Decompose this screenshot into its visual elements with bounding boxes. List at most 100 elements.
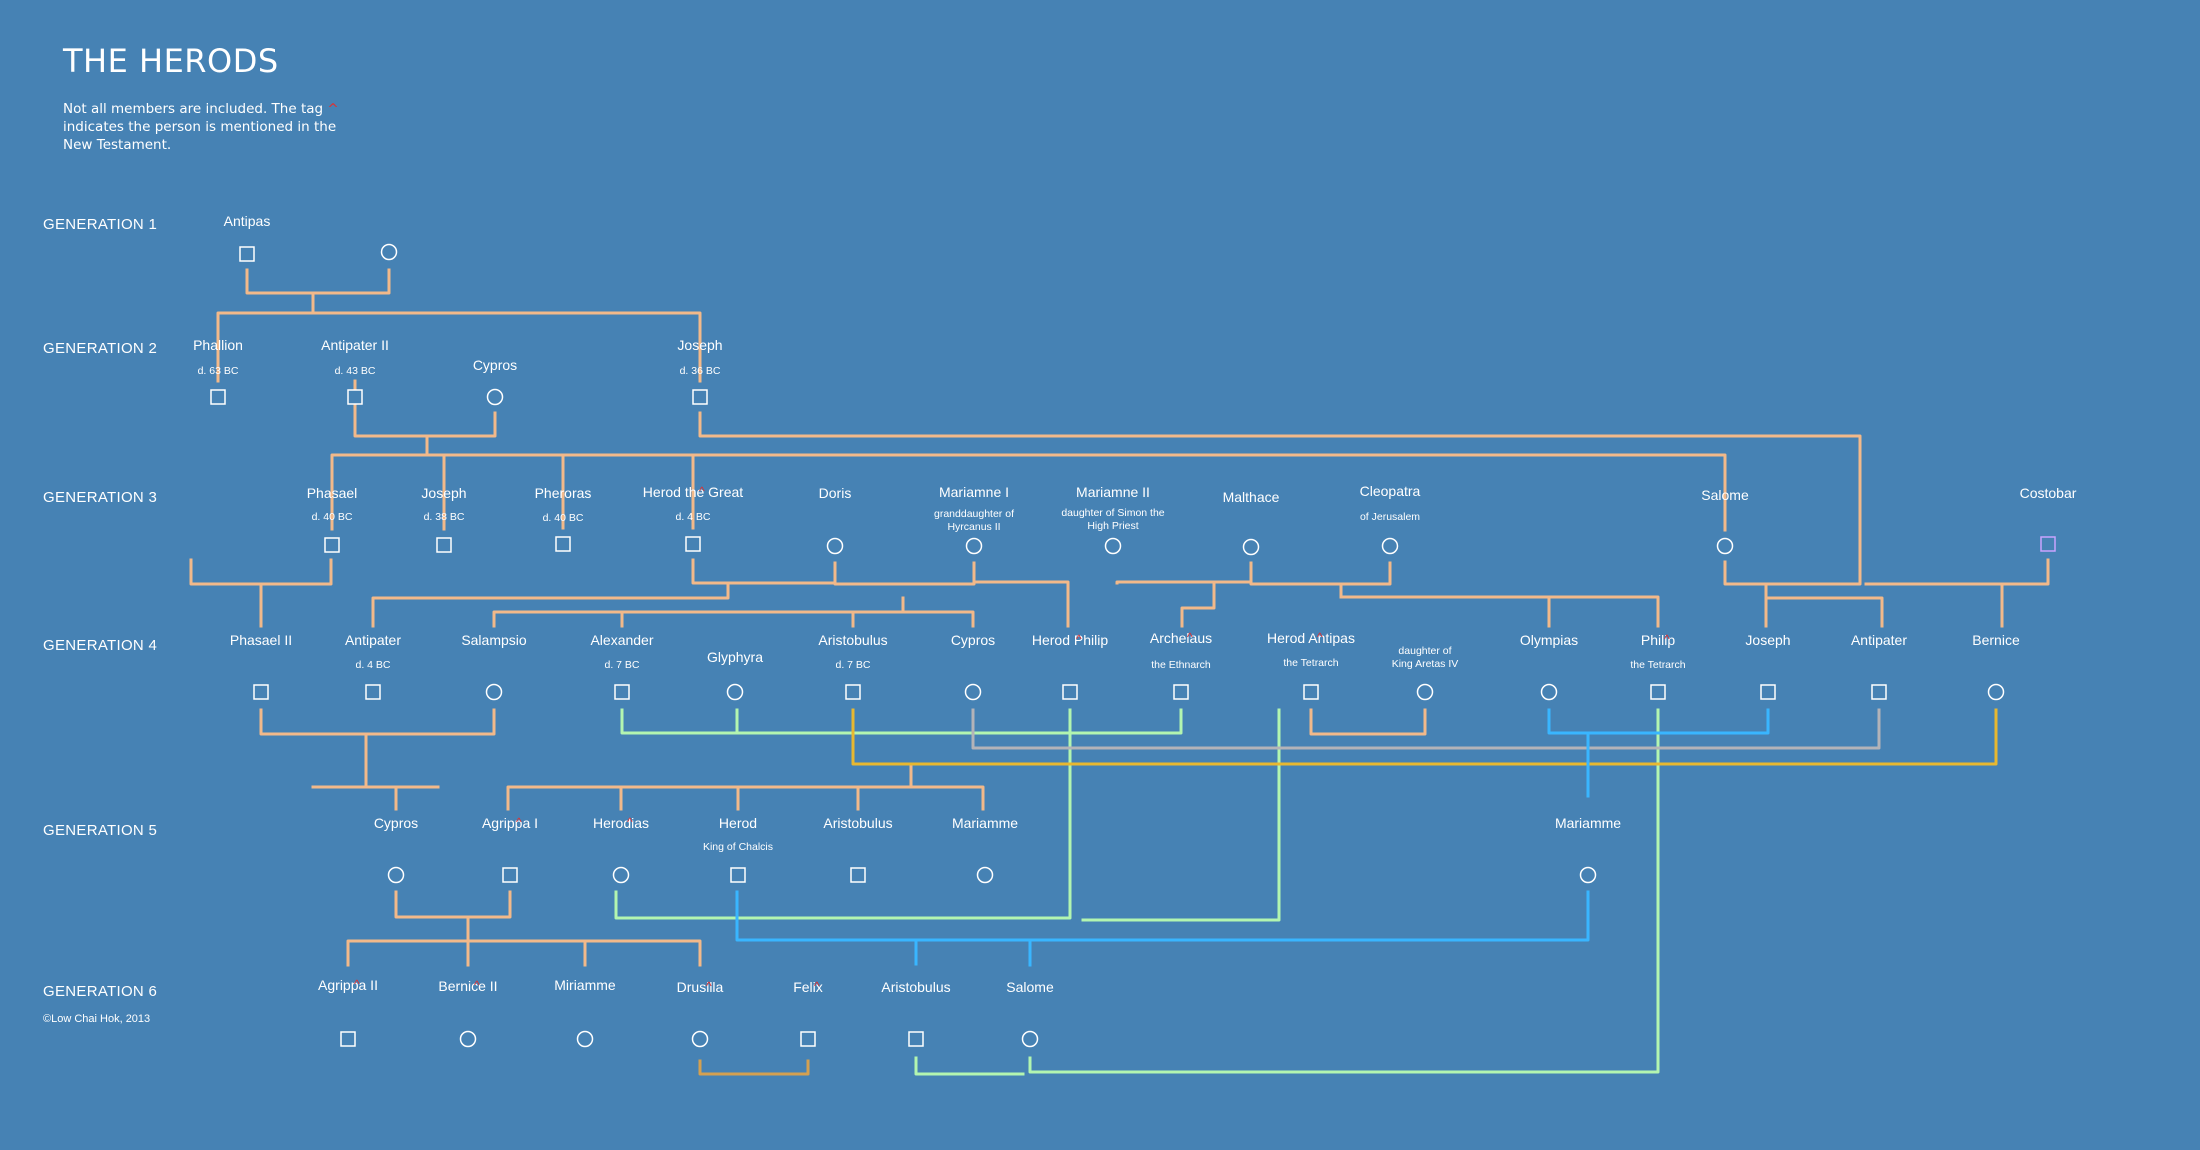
person-subtitle: d. 36 BC: [680, 365, 721, 377]
person-name: Joseph: [1745, 632, 1790, 648]
person-name: Mariamme: [952, 815, 1018, 831]
person-subtitle: High Priest: [1087, 520, 1138, 532]
connector-line: [851, 708, 1998, 766]
person-salome3: Salome: [1701, 487, 1749, 555]
female-circle-marker: [576, 1030, 594, 1048]
connector-line: [1864, 558, 2050, 586]
person-herodias: Herodias^: [593, 815, 649, 884]
person-name: Phallion: [193, 337, 243, 353]
female-circle-marker: [1021, 1030, 1039, 1048]
connector-line: [394, 890, 512, 919]
female-circle-marker: [1381, 537, 1399, 555]
person-subtitle: granddaughter of: [934, 508, 1014, 520]
connector-line: [1249, 561, 1392, 586]
female-circle-marker: [965, 537, 983, 555]
nt-tag-marker: ^: [516, 815, 522, 829]
person-name: Drusilla: [677, 979, 724, 995]
female-circle-marker: [1987, 683, 2005, 701]
person-name: Salome: [1006, 979, 1054, 995]
connector-line: [698, 1059, 810, 1076]
person-subtitle: d. 4 BC: [675, 511, 710, 523]
connector-line: [972, 580, 1070, 628]
legend-note: Not all members are included. The tag ^ …: [63, 100, 363, 154]
generation-2-label: GENERATION 2: [43, 340, 158, 357]
male-square-marker: [502, 867, 518, 883]
generation-6-label: GENERATION 6: [43, 983, 158, 1000]
connector-line: [1723, 560, 1805, 586]
nt-tag-marker: ^: [1664, 632, 1670, 646]
generation-4-label: GENERATION 4: [43, 637, 158, 654]
person-name: Olympias: [1520, 632, 1578, 648]
person-name: Joseph: [677, 337, 722, 353]
female-circle-marker: [826, 537, 844, 555]
female-circle-marker: [459, 1030, 477, 1048]
female-circle-marker: [691, 1030, 709, 1048]
person-name: Herod the Great: [643, 484, 743, 500]
male-square-marker: [210, 389, 226, 405]
male-square-marker: [436, 537, 452, 553]
nt-tag-marker: ^: [1076, 632, 1082, 646]
person-antipas: Antipas: [224, 213, 271, 262]
person-name: Felix: [793, 979, 823, 995]
person-phasael2: Phasael II: [230, 632, 292, 700]
person-name: Alexander: [590, 632, 653, 648]
person-subtitle: of Jerusalem: [1360, 511, 1420, 523]
page-title: THE HERODS: [63, 42, 279, 80]
person-subtitle: d. 43 BC: [335, 365, 376, 377]
connector-line: [1547, 708, 1770, 735]
copyright-credit: ©Low Chai Hok, 2013: [43, 1013, 151, 1025]
nt-tag-marker: ^: [699, 484, 705, 498]
person-name: Glyphyra: [707, 649, 763, 665]
person-name: Herod Antipas: [1267, 630, 1355, 646]
male-square-marker: [850, 867, 866, 883]
male-square-marker: [365, 684, 381, 700]
person-bernice: Bernice: [1972, 632, 2020, 701]
connector-line: [189, 558, 333, 586]
person-name: Herod Philip: [1032, 632, 1108, 648]
connector-line: [1339, 582, 1551, 628]
connector-line: [698, 411, 1862, 586]
male-square-marker: [1871, 684, 1887, 700]
person-herod: Herod the Great^ d. 4 BC: [643, 484, 743, 552]
male-square-marker: [2040, 536, 2056, 552]
generation-1-label: GENERATION 1: [43, 216, 158, 233]
person-joseph2: Joseph d. 36 BC: [677, 337, 723, 405]
person-salome6: Salome: [1006, 979, 1054, 1048]
female-circle-marker: [1104, 537, 1122, 555]
person-subtitle: the Tetrarch: [1630, 659, 1685, 671]
person-name: Phasael II: [230, 632, 292, 648]
person-name: Pheroras: [535, 485, 592, 501]
person-herodphilip: Herod Philip^: [1032, 632, 1108, 700]
person-name: Antipas: [224, 213, 271, 229]
connector-line: [216, 311, 702, 383]
connector-line: [353, 379, 497, 438]
female-circle-marker: [964, 683, 982, 701]
male-square-marker: [1303, 684, 1319, 700]
nt-tag-marker: ^: [814, 979, 820, 993]
person-name: Herod: [719, 815, 757, 831]
person-subtitle: King Aretas IV: [1392, 658, 1459, 670]
person-drusilla: Drusilla^: [677, 979, 724, 1048]
connector-line: [506, 785, 985, 811]
person-agrippa2: Agrippa II^: [318, 977, 378, 1047]
connector-line: [1028, 708, 1660, 1074]
nt-tag-marker: ^: [1317, 630, 1323, 644]
person-subtitle: daughter of: [1398, 645, 1451, 657]
note-line-3: New Testament.: [63, 137, 172, 153]
male-square-marker: [685, 536, 701, 552]
person-agrippa1: Agrippa I^: [482, 815, 538, 883]
person-mariamme5b: Mariamme: [1555, 815, 1621, 884]
female-circle-marker: [1540, 683, 1558, 701]
male-square-marker: [1650, 684, 1666, 700]
connector-line: [1081, 708, 1281, 922]
male-square-marker: [555, 536, 571, 552]
person-subtitle: d. 7 BC: [604, 659, 639, 671]
person-subtitle: the Tetrarch: [1283, 657, 1338, 669]
person-name: Agrippa II: [318, 977, 378, 993]
person-g1wife: [380, 243, 398, 261]
